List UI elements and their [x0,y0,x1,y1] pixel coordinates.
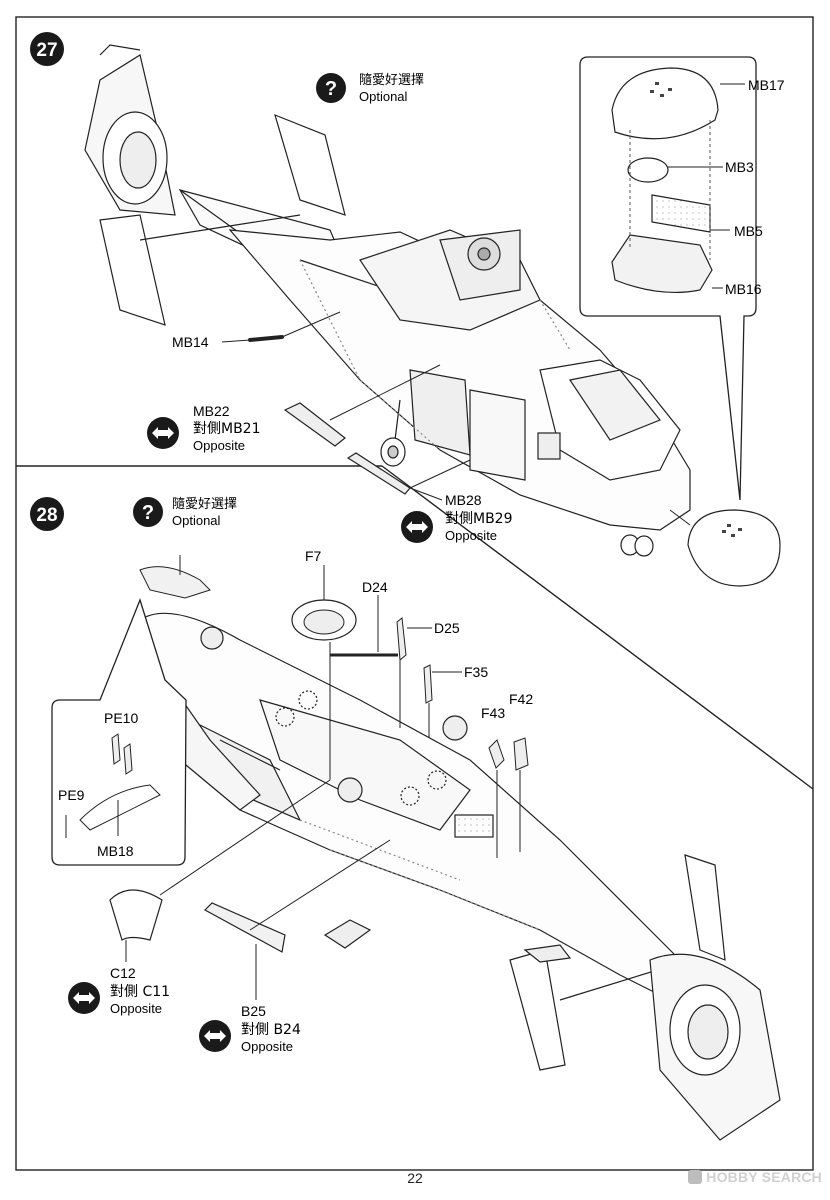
page-frame [15,16,814,1171]
page-number: 22 [407,1170,423,1186]
radome-inset: MB17 MB3 MB5 MB16 [579,56,785,501]
radome-assembled [669,509,781,587]
svg-text:F43: F43 [481,705,505,721]
part-mb22: MB22 對側MB21 Opposite [193,364,441,453]
svg-text:?: ? [142,502,154,524]
part-d24: D24 [330,579,398,657]
svg-text:Optional: Optional [359,89,408,104]
svg-text:MB18: MB18 [97,843,134,859]
svg-text:MB14: MB14 [172,334,209,350]
step-divider [16,465,814,790]
step-27: 27 ? 隨愛好選擇 Optional [30,32,785,587]
svg-text:28: 28 [36,505,57,526]
svg-text:F42: F42 [509,691,533,707]
part-f43: F43 [481,705,505,858]
opposite-arrows-icon [199,1020,231,1052]
svg-text:MB22: MB22 [193,403,230,419]
step-number-27: 27 [30,32,64,66]
part-c12: C12 對側 C11 Opposite [109,779,331,1016]
opposite-arrows-icon [401,511,433,543]
part-f7: F7 [291,548,357,780]
svg-text:MB28: MB28 [445,492,482,508]
svg-text:對側 B24: 對側 B24 [241,1022,301,1038]
step-28: 28 ? 隨愛好選擇 Optional [30,496,781,1141]
question-icon [316,73,346,103]
svg-text:MB16: MB16 [725,281,762,297]
svg-text:Opposite: Opposite [241,1039,293,1054]
svg-text:PE9: PE9 [58,787,85,803]
svg-text:?: ? [325,78,337,100]
svg-text:D24: D24 [362,579,388,595]
part-b25: B25 對側 B24 Opposite [204,839,391,1054]
svg-text:Opposite: Opposite [193,438,245,453]
svg-text:C12: C12 [110,965,136,981]
part-mb28: MB28 對側MB29 Opposite [346,452,513,543]
svg-text:對側MB29: 對側MB29 [445,511,513,527]
svg-text:Opposite: Opposite [445,528,497,543]
svg-text:F35: F35 [464,664,488,680]
svg-text:F7: F7 [305,548,322,564]
svg-text:對側 C11: 對側 C11 [110,984,170,1000]
step-number-28: 28 [30,497,64,531]
svg-text:PE10: PE10 [104,710,138,726]
svg-text:D25: D25 [434,620,460,636]
helicopter-illustration-27 [84,44,691,557]
part-d25: D25 [396,617,460,728]
svg-text:MB5: MB5 [734,223,763,239]
part-f42: F42 [509,691,533,852]
svg-text:MB3: MB3 [725,159,754,175]
question-icon [133,497,163,527]
part-f35: F35 [423,664,488,738]
watermark: HOBBY SEARCH [688,1169,822,1185]
optional-badge-28: ? 隨愛好選擇 Optional [133,496,237,528]
svg-text:MB17: MB17 [748,77,785,93]
svg-text:Optional: Optional [172,513,221,528]
svg-text:對側MB21: 對側MB21 [193,421,261,437]
svg-text:27: 27 [36,40,57,61]
svg-text:隨愛好選擇: 隨愛好選擇 [172,496,237,512]
opposite-arrows-icon [68,982,100,1014]
helicopter-illustration-28 [139,612,781,1141]
part-mb14: MB14 [172,311,341,350]
pe-detail-inset: PE10 PE9 MB18 [51,555,211,866]
svg-text:隨愛好選擇: 隨愛好選擇 [359,72,424,88]
optional-badge-27: ? 隨愛好選擇 Optional [316,72,424,104]
watermark-text: HOBBY SEARCH [706,1169,822,1185]
svg-text:B25: B25 [241,1003,266,1019]
opposite-arrows-icon [147,417,179,449]
hobby-search-logo-icon [688,1170,703,1184]
svg-text:Opposite: Opposite [110,1001,162,1016]
